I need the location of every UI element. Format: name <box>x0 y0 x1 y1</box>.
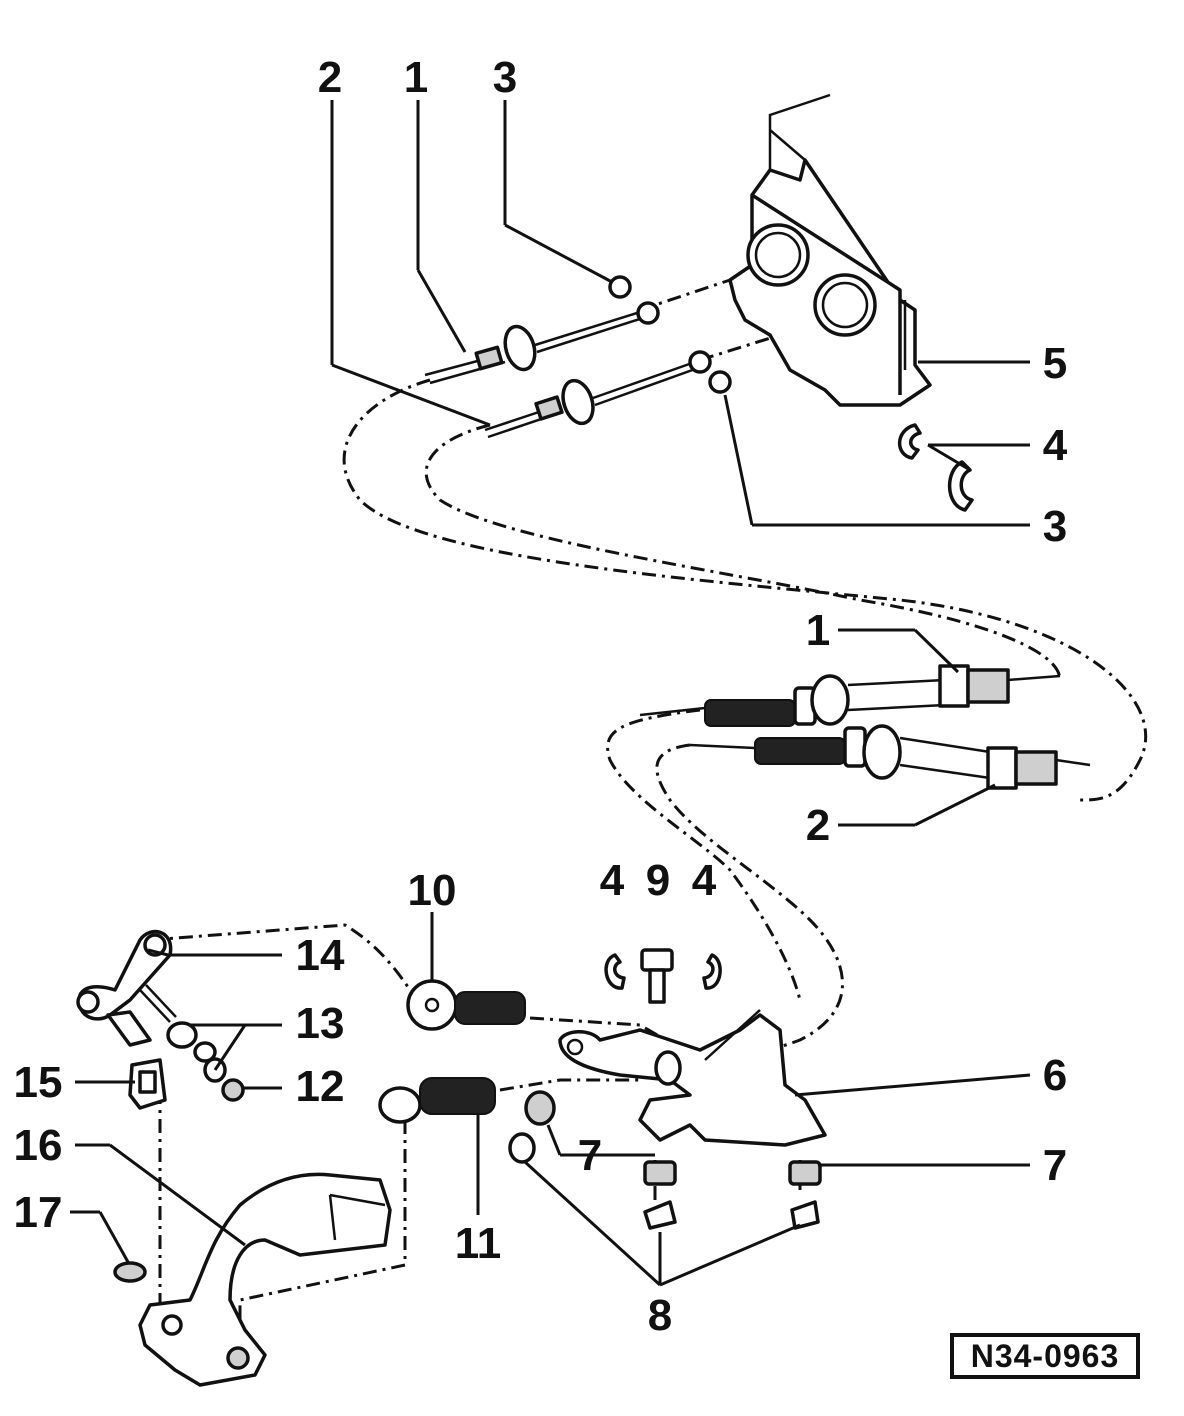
callout-8: 8 <box>648 1291 672 1340</box>
callout-4-upper: 4 <box>1043 421 1068 470</box>
callout-5: 5 <box>1043 339 1067 388</box>
leader-lines <box>70 100 1031 1287</box>
callout-4-lower-left: 4 <box>600 856 625 905</box>
lower-clips-and-bolt <box>604 948 722 1004</box>
cable-end-2 <box>689 724 1091 790</box>
callout-9: 9 <box>646 856 670 905</box>
cable-end-1 <box>639 664 1061 727</box>
callout-16: 16 <box>14 1121 63 1170</box>
callout-7-right: 7 <box>1043 1141 1067 1190</box>
assembly-path-lines <box>149 278 1148 1330</box>
callout-1-mid: 1 <box>806 606 830 655</box>
ball-socket-10 <box>406 979 526 1031</box>
rubber-mounts <box>508 1090 822 1230</box>
callout-3-top: 3 <box>493 53 517 102</box>
callout-4-lower-right: 4 <box>692 856 717 905</box>
callout-17: 17 <box>14 1188 63 1237</box>
callout-2-top: 2 <box>318 53 342 102</box>
selector-lever <box>76 929 177 1047</box>
callout-14: 14 <box>296 931 345 980</box>
callout-11: 11 <box>455 1219 502 1268</box>
callout-13: 13 <box>296 999 345 1048</box>
callout-3-right: 3 <box>1043 502 1067 551</box>
figure-reference-code: N34-0963 <box>950 1333 1140 1379</box>
callout-6: 6 <box>1043 1051 1067 1100</box>
ball-socket-11 <box>378 1077 496 1124</box>
callout-7-mid: 7 <box>578 1131 602 1180</box>
callout-10: 10 <box>408 866 457 915</box>
upper-cable-1 <box>424 275 660 385</box>
retaining-clips <box>897 423 974 512</box>
callout-2-mid: 2 <box>806 801 830 850</box>
lever-housing <box>113 1172 392 1387</box>
mounting-bracket <box>728 93 932 407</box>
callout-15: 15 <box>14 1058 63 1107</box>
callout-1-top: 1 <box>404 53 428 102</box>
callout-12: 12 <box>296 1062 345 1111</box>
upper-cable-2 <box>484 350 732 439</box>
callout-labels: 2 1 3 5 4 3 1 2 10 4 9 4 14 13 12 15 6 1… <box>14 53 1068 1340</box>
lower-bracket <box>558 1009 827 1147</box>
